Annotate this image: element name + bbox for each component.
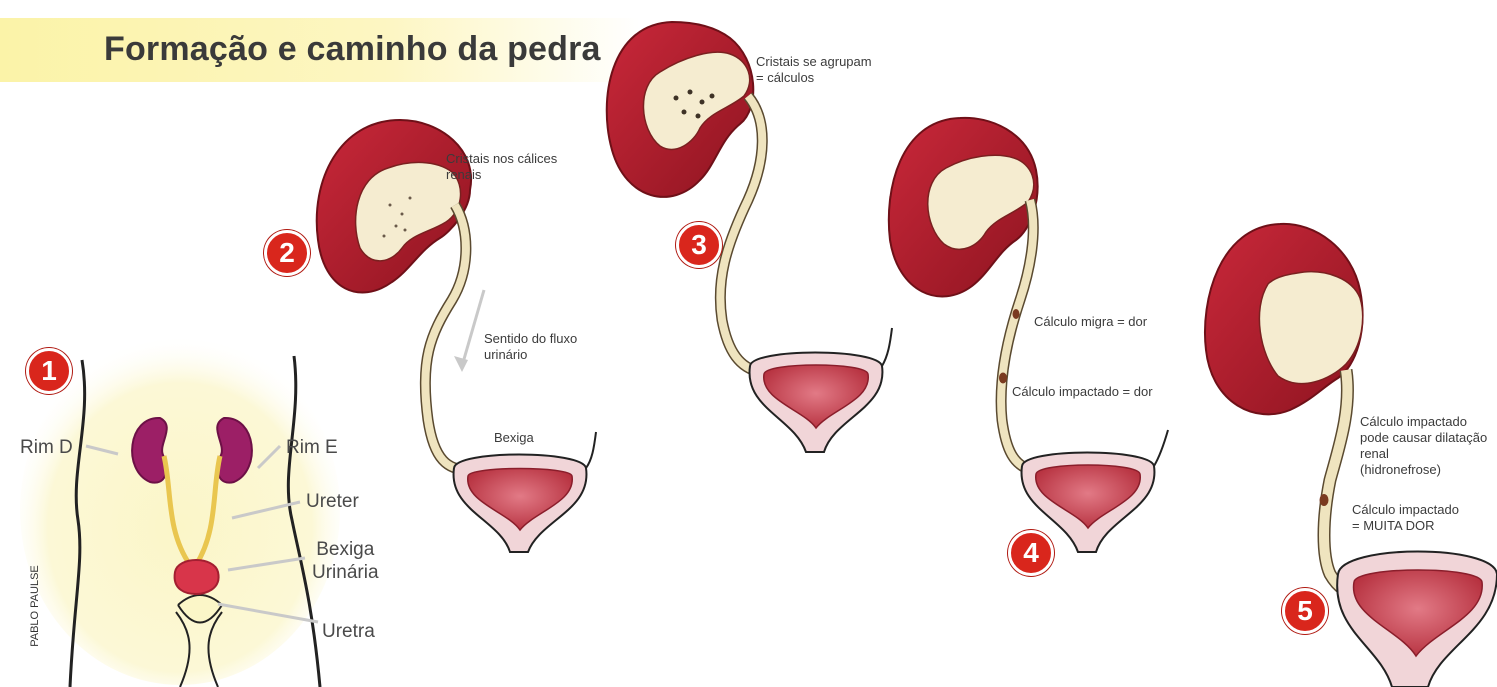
annotation-calculo-muita-dor: Cálculo impactado = MUITA DOR <box>1352 502 1459 534</box>
step-badge-5: 5 <box>1282 588 1328 634</box>
panel-3-urinary-tract <box>607 22 892 452</box>
stone-impacted-5 <box>1320 494 1329 506</box>
flow-arrow-line <box>462 290 484 366</box>
label-bexiga-urinaria: Bexiga Urinária <box>312 538 379 584</box>
photo-credit: PABLO PAULSE <box>29 565 41 647</box>
annotation-calculo-dilatacao: Cálculo impactado pode causar dilatação … <box>1360 414 1487 478</box>
annotation-calculo-impactado-dor: Cálculo impactado = dor <box>1012 384 1153 400</box>
label-ureter: Ureter <box>306 490 359 513</box>
step-badge-3: 3 <box>676 222 722 268</box>
body-figure <box>20 335 340 687</box>
small-bladder <box>175 560 219 594</box>
step-badge-1: 1 <box>26 348 72 394</box>
annotation-bexiga: Bexiga <box>494 430 534 446</box>
annotation-cristais-agrupam: Cristais se agrupam = cálculos <box>756 54 872 86</box>
step-badge-2: 2 <box>264 230 310 276</box>
stone-impacted-4 <box>999 373 1007 384</box>
label-rim-d: Rim D <box>20 436 73 459</box>
annotation-calculo-migra: Cálculo migra = dor <box>1034 314 1147 330</box>
step-badge-4: 4 <box>1008 530 1054 576</box>
label-uretra: Uretra <box>322 620 375 643</box>
annotation-sentido-fluxo: Sentido do fluxo urinário <box>484 331 577 363</box>
panel-4-urinary-tract <box>889 118 1168 552</box>
flow-arrow-head <box>454 356 468 372</box>
annotation-cristais-calices: Cristais nos cálices renais <box>446 151 557 183</box>
stone-migrating <box>1013 309 1020 319</box>
body-glow <box>20 335 340 685</box>
label-rim-e: Rim E <box>286 436 338 459</box>
